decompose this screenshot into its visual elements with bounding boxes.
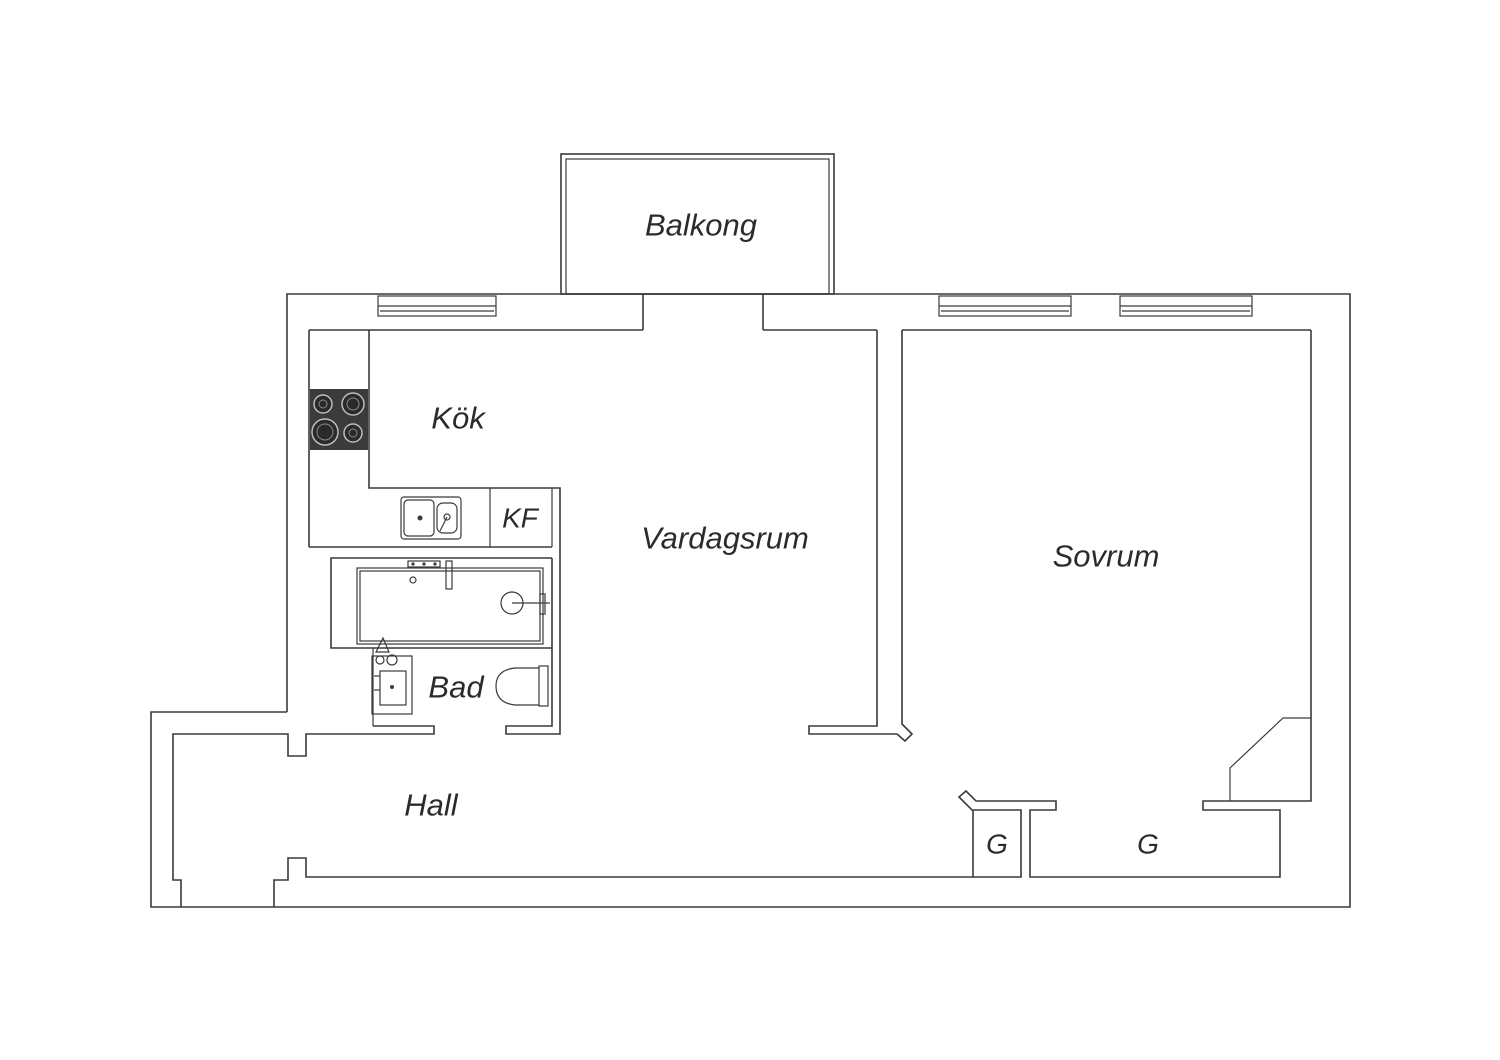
room-label-sovrum: Sovrum: [1053, 539, 1160, 574]
washbasin-icon: [371, 636, 413, 715]
bathroom-walls: [330, 557, 552, 726]
stove-icon: [310, 389, 368, 450]
window-icon: [938, 295, 1072, 317]
room-label-kok: Kök: [431, 401, 486, 436]
kitchen-counter: [309, 330, 561, 735]
room-label-bad: Bad: [428, 670, 485, 705]
sink-icon: [400, 496, 462, 540]
room-label-garderob-small: G: [986, 829, 1008, 860]
room-label-kf: KF: [502, 503, 540, 534]
window-icon: [377, 295, 497, 317]
room-label-hall: Hall: [404, 788, 459, 823]
room-label-garderob-large: G: [1137, 829, 1159, 860]
room-label-balkong: Balkong: [645, 208, 757, 243]
room-labels: Balkong Kök KF Vardagsrum Sovrum Bad Hal…: [404, 208, 1159, 860]
window-icon: [1119, 295, 1253, 317]
toilet-icon: [495, 665, 549, 707]
outer-walls: [150, 293, 1351, 908]
room-label-vardagsrum: Vardagsrum: [641, 521, 809, 556]
bathtub-icon: [356, 560, 550, 645]
